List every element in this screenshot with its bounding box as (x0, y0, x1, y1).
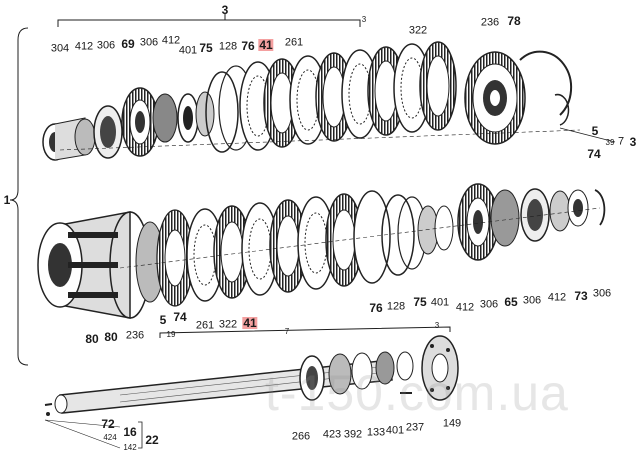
label-3-mid: 3 (434, 321, 440, 330)
label-3-small: 3 (361, 15, 367, 24)
label-22: 22 (145, 433, 159, 447)
label-5-mid: 5 (159, 313, 167, 327)
label-41-highlighted-mid: 41 (242, 316, 258, 330)
label-306d: 306 (522, 294, 542, 307)
label-69: 69 (121, 37, 135, 51)
label-76: 76 (241, 39, 255, 53)
label-423: 423 (322, 428, 342, 441)
label-3: 3 (221, 3, 229, 17)
group-bracket-mid (159, 326, 451, 338)
label-41-highlighted: 41 (258, 38, 274, 52)
label-65: 65 (504, 295, 518, 309)
label-412: 412 (74, 40, 94, 53)
label-401c: 401 (385, 424, 405, 437)
ring-401 (205, 71, 239, 153)
label-392: 392 (343, 428, 363, 441)
label-412b: 412 (161, 34, 181, 47)
label-149: 149 (442, 417, 462, 430)
label-72: 72 (101, 417, 115, 431)
bottom-shaft (44, 335, 459, 449)
label-142: 142 (123, 443, 137, 452)
label-5: 5 (591, 124, 599, 138)
label-80b: 80 (104, 330, 118, 344)
label-261: 261 (284, 36, 304, 49)
label-16: 16 (123, 425, 137, 439)
label-306: 306 (96, 39, 116, 52)
label-3-right: 3 (629, 135, 637, 149)
label-304: 304 (50, 42, 70, 55)
middle-assembly (37, 183, 606, 319)
label-76b: 76 (369, 301, 383, 315)
label-128b: 128 (386, 300, 406, 313)
label-1: 1 (3, 193, 11, 207)
label-306b: 306 (139, 36, 159, 49)
label-322b: 322 (218, 318, 238, 331)
label-74-mid: 74 (173, 310, 187, 324)
label-412d: 412 (547, 291, 567, 304)
label-7-mid: 7 (284, 327, 290, 336)
label-236: 236 (480, 16, 500, 29)
label-266: 266 (291, 430, 311, 443)
label-412c: 412 (455, 301, 475, 314)
label-306c: 306 (479, 298, 499, 311)
label-237: 237 (405, 421, 425, 434)
label-261b: 261 (195, 319, 215, 332)
washer-412 (195, 91, 215, 137)
label-322: 322 (408, 24, 428, 37)
label-7: 7 (617, 135, 625, 148)
label-401: 401 (178, 44, 198, 57)
snap-ring-78 (519, 50, 573, 116)
label-236b: 236 (125, 329, 145, 342)
label-424: 424 (103, 433, 117, 442)
watermark-text: t-150.com.ua (265, 365, 569, 421)
label-78: 78 (507, 14, 521, 28)
label-401b: 401 (430, 296, 450, 309)
label-19: 19 (166, 330, 176, 339)
top-assembly (42, 41, 616, 161)
label-128: 128 (218, 40, 238, 53)
label-39: 39 (605, 138, 615, 147)
label-74: 74 (587, 147, 601, 161)
label-75: 75 (199, 41, 213, 55)
group-bracket-top (57, 19, 361, 27)
label-73: 73 (574, 289, 588, 303)
label-306e: 306 (592, 287, 612, 300)
label-133: 133 (366, 426, 386, 439)
assembly-bracket (9, 27, 29, 366)
label-75b: 75 (413, 295, 427, 309)
label-80a: 80 (85, 332, 99, 346)
